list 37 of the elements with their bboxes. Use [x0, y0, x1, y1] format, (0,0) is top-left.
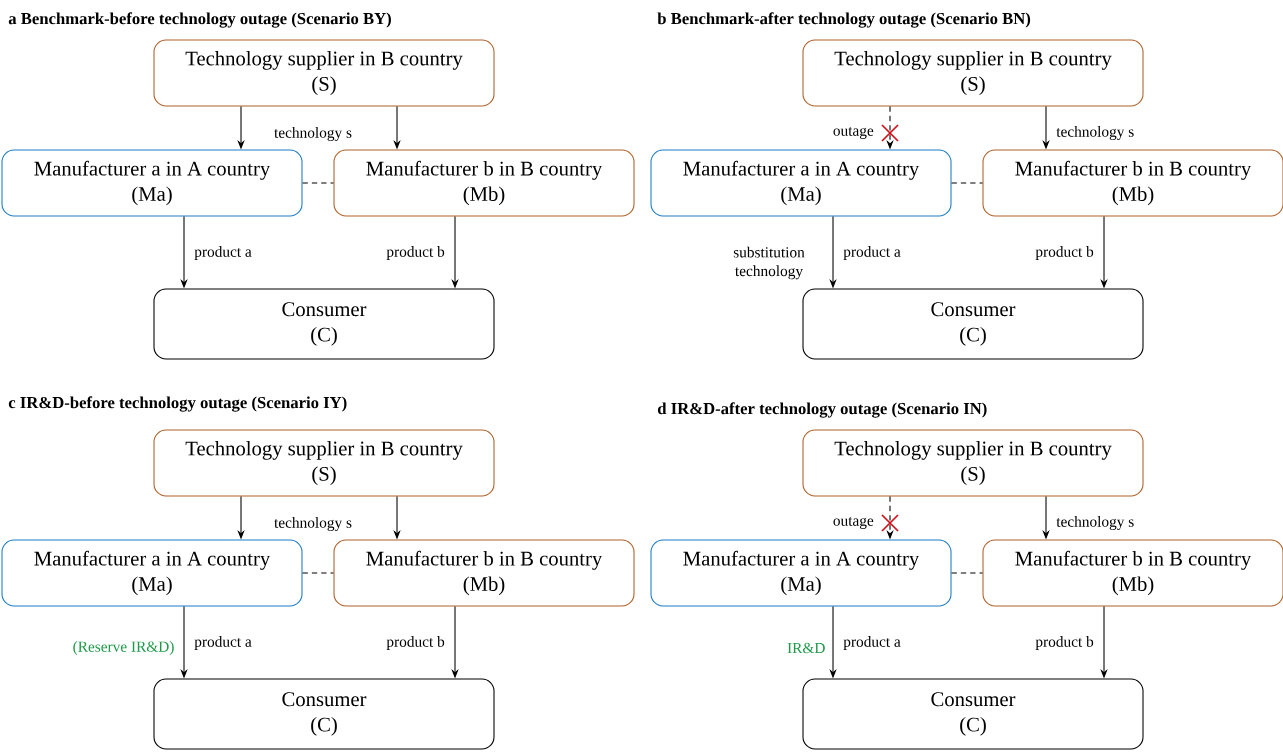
- edge-label: product b: [386, 636, 445, 650]
- entity-box: Technology supplier in B country (S): [153, 39, 495, 107]
- entity-box: Technology supplier in B country (S): [802, 39, 1144, 107]
- edge-label: product a: [194, 636, 252, 650]
- entity-box: Manufacturer b in B country (Mb): [982, 149, 1283, 217]
- entity-box: Consumer (C): [802, 678, 1144, 750]
- edge-label: product b: [1035, 636, 1094, 650]
- entity-box: Manufacturer a in A country (Ma): [1, 539, 303, 607]
- entity-box: Manufacturer a in A country (Ma): [1, 149, 303, 217]
- panel-title: c IR&D-before technology outage (Scenario IY): [8, 396, 347, 412]
- edge-label: technology s: [274, 127, 352, 141]
- edge-label: outage: [833, 127, 874, 139]
- entity-box: Consumer (C): [153, 288, 495, 360]
- entity-box: Consumer (C): [153, 678, 495, 750]
- edge-label: product b: [386, 246, 445, 260]
- edge-label: technology s: [1056, 516, 1134, 530]
- entity-box: Technology supplier in B country (S): [802, 429, 1144, 497]
- annotation: substitution technology: [733, 246, 805, 280]
- edge-label: product a: [194, 246, 252, 260]
- entity-box: Manufacturer a in A country (Ma): [650, 149, 952, 217]
- edge-label: product b: [1035, 246, 1094, 260]
- panel-title: b Benchmark-after technology outage (Scenario BN): [657, 12, 1031, 28]
- entity-box: Technology supplier in B country (S): [153, 429, 495, 497]
- entity-box: Manufacturer b in B country (Mb): [982, 539, 1283, 607]
- annotation: IR&D: [787, 642, 825, 654]
- edge-label: product a: [843, 246, 901, 260]
- entity-box: Manufacturer b in B country (Mb): [333, 539, 635, 607]
- edge-label: technology s: [1056, 126, 1134, 140]
- edge-label: product a: [843, 636, 901, 650]
- entity-box: Manufacturer b in B country (Mb): [333, 149, 635, 217]
- entity-box: Manufacturer a in A country (Ma): [650, 539, 952, 607]
- edge-label: outage: [833, 517, 874, 529]
- entity-box: Consumer (C): [802, 288, 1144, 360]
- panel-title: d IR&D-after technology outage (Scenario IN): [657, 402, 987, 418]
- annotation: (Reserve IR&D): [73, 641, 174, 655]
- edge-label: technology s: [274, 517, 352, 531]
- panel-title: a Benchmark-before technology outage (Scenario BY): [8, 12, 391, 28]
